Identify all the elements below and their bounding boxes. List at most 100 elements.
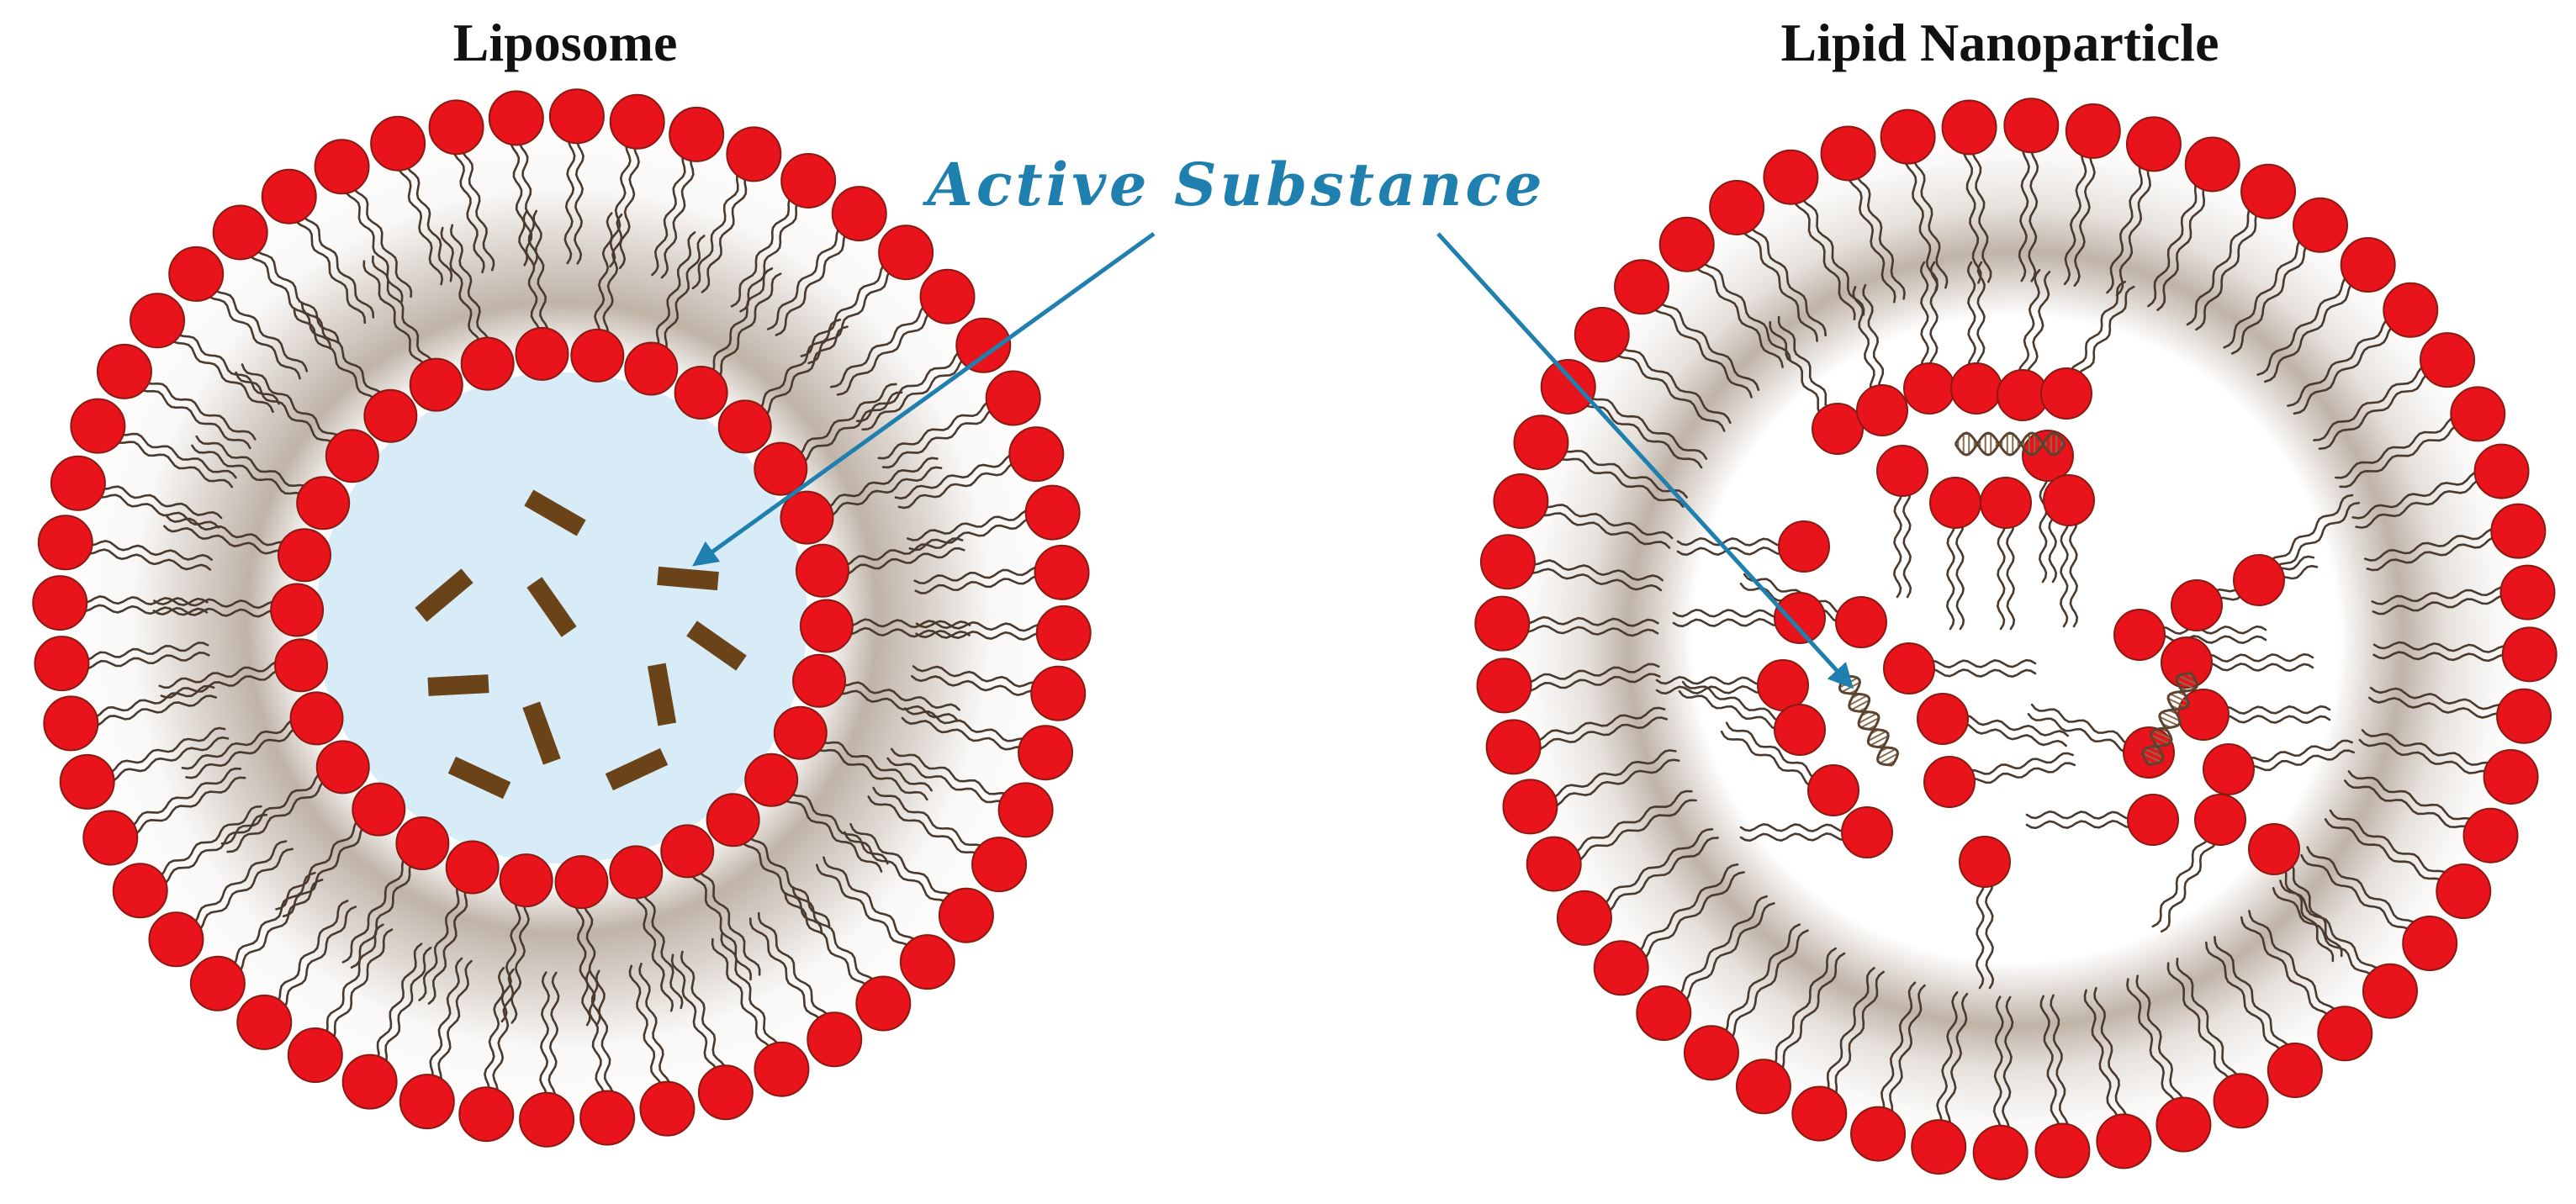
phospholipid-head (919, 268, 976, 325)
phospholipid-head (2248, 823, 2300, 875)
phospholipid-head (744, 752, 799, 807)
lipid-tail (1517, 625, 1659, 637)
lipid-tail (2115, 159, 2155, 297)
dna-strand (1954, 431, 2066, 457)
lipid-tail (807, 266, 899, 365)
phospholipid-head (1614, 259, 1670, 315)
lipid-tail (1583, 389, 1708, 460)
lipid-tail (881, 407, 1002, 469)
phospholipid-head (1485, 719, 1542, 775)
phospholipid-head (488, 90, 544, 146)
lipid-tail (122, 767, 242, 829)
lipid-tail (913, 566, 1047, 585)
lipid-tail (1912, 150, 1949, 289)
phospholipid-head (1880, 108, 1936, 165)
lipid-tail (181, 718, 302, 770)
phospholipid-head (2123, 726, 2175, 779)
lipid-tail (1630, 863, 1739, 956)
lipid-tail (2166, 962, 2232, 1090)
lipid-tail (914, 574, 1048, 594)
phospholipid-head (399, 1074, 455, 1130)
phospholipid-head (2040, 367, 2092, 420)
lipid-tail (2324, 818, 2449, 889)
lipid-tail (855, 349, 969, 423)
phospholipid-head (1513, 415, 1569, 471)
lipid-tail (163, 525, 289, 557)
lipid-tail (823, 856, 920, 949)
phospholipid-head (855, 975, 912, 1032)
phospholipid-head (899, 934, 955, 990)
lipid-tail (426, 957, 463, 1086)
lipid-tail (75, 604, 209, 616)
lipid-tail (696, 862, 761, 976)
lipid-tail (2347, 770, 2478, 826)
phospholipid-head (274, 638, 329, 693)
dna-strand (2141, 672, 2192, 766)
phospholipid-head (112, 863, 168, 919)
lipid-tail (2264, 278, 2362, 383)
lipid-tail (491, 968, 515, 1101)
dna-rung (2150, 734, 2170, 745)
lipid-tail (93, 482, 223, 520)
phospholipid-head (2155, 1096, 2212, 1153)
lipid-tail (711, 272, 782, 383)
lipid-tail (642, 885, 684, 1010)
phospholipid-head (1774, 704, 1826, 756)
phospholipid-head (2293, 197, 2349, 253)
lipid-tail (2329, 809, 2453, 881)
lipid-tail (574, 896, 591, 1027)
lipid-tail (371, 943, 423, 1067)
phospholipid-head (277, 528, 331, 583)
phospholipid-head (189, 955, 246, 1011)
phospholipid-head (1917, 693, 1969, 745)
lipid-tail (275, 816, 367, 911)
dna-strand (1844, 674, 1900, 766)
phospholipid-head (609, 93, 665, 150)
phospholipid-head (1540, 358, 1596, 415)
lipid-tail (2135, 974, 2185, 1110)
lipid-tail (1828, 970, 1885, 1101)
lipid-tail (371, 255, 434, 371)
phospholipid-head (1980, 477, 2032, 529)
lipid-tail (844, 831, 952, 911)
lipid-tail (84, 684, 215, 719)
lipid-tail (405, 156, 453, 283)
phospholipid-head (773, 705, 828, 760)
phospholipid-head (985, 370, 1041, 426)
lipid-tail (2176, 958, 2240, 1086)
drug-molecule (647, 663, 677, 726)
lipid-tail (166, 515, 292, 549)
dna-rung (1858, 712, 1877, 724)
dna-rung (1867, 731, 1886, 742)
lipid-tail (2248, 910, 2340, 1020)
dna-rung (2152, 730, 2172, 741)
lipid-tail (86, 694, 217, 727)
lipid-tail (510, 895, 530, 1024)
phospholipid-head (2483, 748, 2539, 805)
lipid-tail (2287, 315, 2397, 407)
phospholipid-head (1959, 836, 2011, 888)
lipid-tail (1529, 716, 1669, 751)
lipid-tail (711, 937, 773, 1058)
lipid-tail (434, 959, 473, 1089)
lipid-tail (2156, 179, 2212, 311)
lipid-tail (1542, 749, 1677, 800)
phospholipid-head (1035, 605, 1092, 661)
lipid-tail (378, 946, 432, 1070)
lipid-tail (427, 882, 473, 1005)
phospholipid-head (2184, 136, 2240, 193)
lipid-tail (2205, 941, 2284, 1060)
lipid-tail (849, 822, 957, 904)
phospholipid-head (1941, 99, 1997, 156)
lipid-tail (1792, 192, 1856, 320)
drug-molecule (524, 489, 586, 536)
phospholipid-head (938, 887, 994, 943)
drug-molecule (526, 577, 577, 637)
lipid-tail (2214, 936, 2291, 1056)
lipid-tail (532, 209, 549, 340)
lipid-tail (751, 319, 842, 414)
phospholipid-head (780, 490, 834, 545)
lipid-tail (351, 178, 413, 298)
phospholipid-head (2065, 103, 2121, 159)
lipid-tail (2223, 235, 2309, 349)
